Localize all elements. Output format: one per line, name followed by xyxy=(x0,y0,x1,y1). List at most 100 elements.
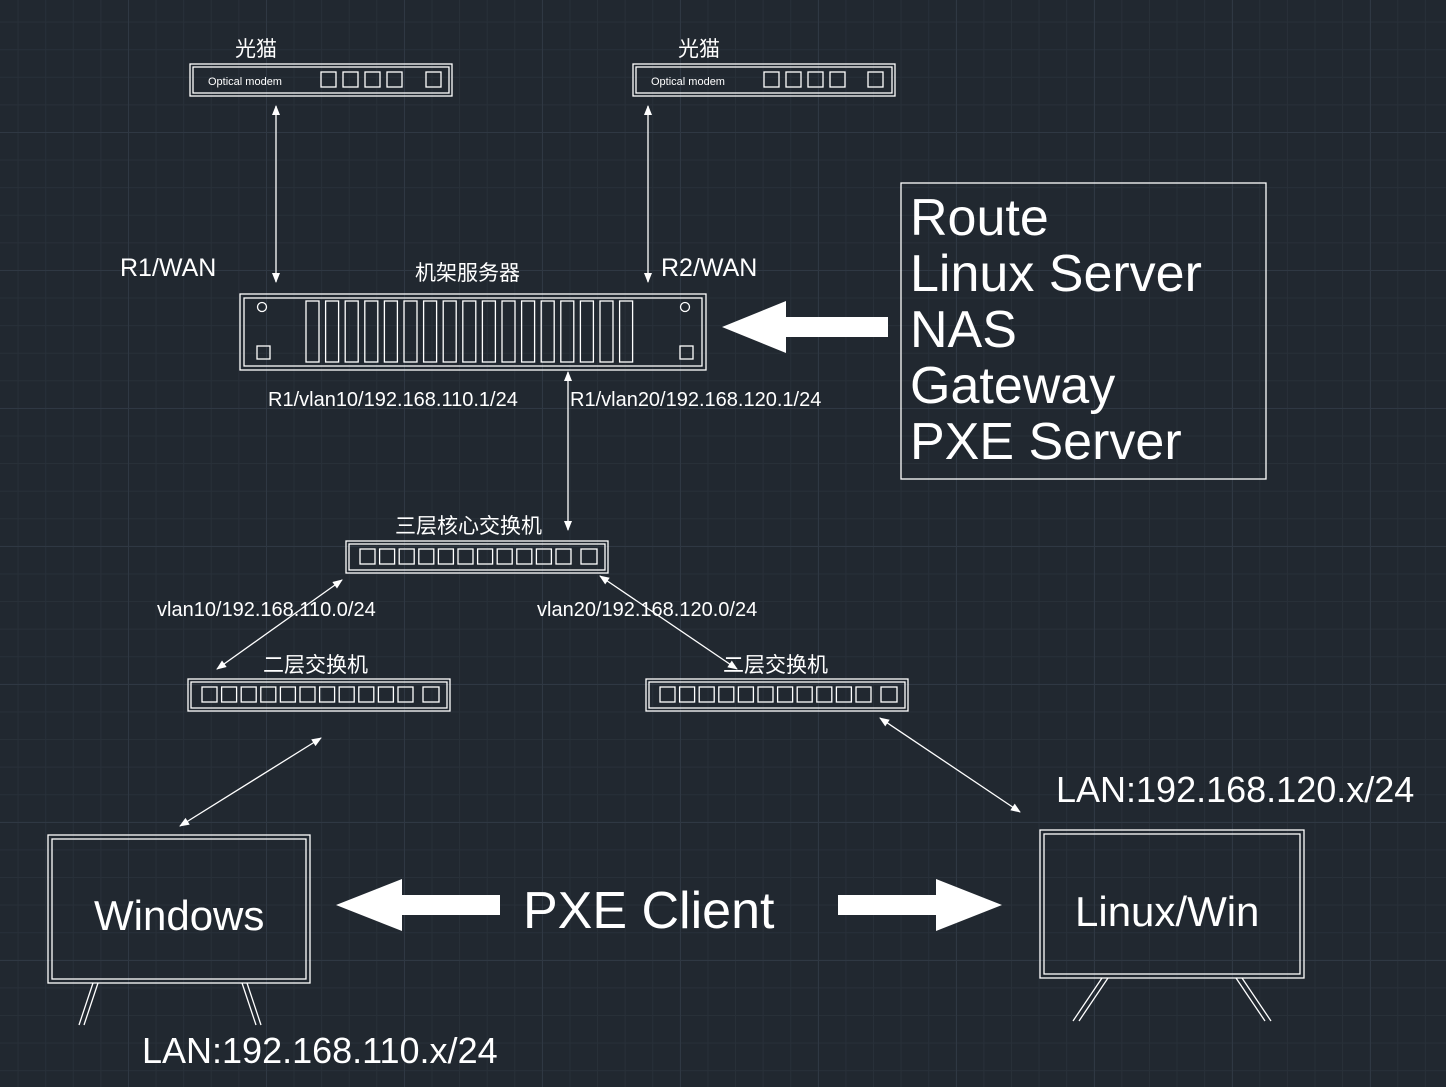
windows-monitor xyxy=(47,834,311,1026)
server-drive-bay xyxy=(599,300,614,363)
optical-modem-2: Optical modem xyxy=(632,63,896,97)
modem-2-label: Optical modem xyxy=(651,76,725,88)
switch-port xyxy=(220,686,238,703)
server-led-right xyxy=(679,301,691,313)
server-drive-bay xyxy=(442,300,457,363)
server-led-left xyxy=(256,301,268,313)
server-drive-bay xyxy=(540,300,555,363)
core-uplink-port xyxy=(580,548,598,565)
server-drive-bay xyxy=(501,300,516,363)
server-drive-bays xyxy=(305,300,634,363)
right-lan-label: LAN:192.168.120.x/24 xyxy=(1056,769,1415,810)
switch-port xyxy=(496,548,513,565)
monitor-left-leg xyxy=(1072,977,1109,1022)
roles-box xyxy=(900,182,1267,480)
switch-port xyxy=(757,686,774,703)
modem-1-label: Optical modem xyxy=(208,76,282,88)
switch-port xyxy=(318,686,336,703)
switch-port xyxy=(378,548,396,565)
switch-port xyxy=(659,686,676,703)
modem-1-ports xyxy=(320,71,442,88)
server-button-left xyxy=(256,345,271,360)
optical-modem-1: Optical modem xyxy=(189,63,453,97)
server-drive-bay xyxy=(364,300,379,363)
modem-2-ports xyxy=(763,71,884,88)
role-pxe-server: PXE Server xyxy=(910,413,1182,471)
access-switch-right-ports xyxy=(659,686,872,703)
left-client-link xyxy=(179,737,322,827)
server-drive-bay xyxy=(462,300,477,363)
core-switch-ports xyxy=(359,548,572,565)
switch-port xyxy=(377,686,395,703)
right-client-link xyxy=(879,717,1021,813)
windows-client-label: Windows xyxy=(94,892,265,939)
switch-port xyxy=(678,686,696,703)
vlan20-link xyxy=(599,575,738,670)
switch-port xyxy=(418,548,435,565)
monitor-right-leg xyxy=(241,982,262,1026)
server-drive-bay xyxy=(422,300,438,363)
pxe-client-label: PXE Client xyxy=(523,882,775,940)
access-switch-left-title: 二层交换机 xyxy=(263,653,368,677)
server-drive-bay xyxy=(403,300,418,363)
server-drive-bay xyxy=(324,300,340,363)
pxe-arrow-right xyxy=(838,879,1002,931)
switch-port xyxy=(796,686,813,703)
server-drive-bay xyxy=(579,300,595,363)
access-switch-left-ports xyxy=(201,686,414,703)
server-drive-bay xyxy=(618,300,634,363)
access-switch-right xyxy=(645,678,909,712)
switch-port xyxy=(299,686,316,703)
vlan10-subnet-label: vlan10/192.168.110.0/24 xyxy=(157,599,376,621)
r1-wan-label: R1/WAN xyxy=(120,254,217,282)
left-lan-label: LAN:192.168.110.x/24 xyxy=(142,1030,498,1071)
switch-port xyxy=(555,548,572,565)
switch-port xyxy=(358,686,375,703)
switch-port xyxy=(437,548,455,565)
server-role-list: Route Linux Server NAS Gateway PXE Serve… xyxy=(910,190,1202,470)
modem-1-title: 光猫 xyxy=(235,37,277,61)
server-drive-bay xyxy=(481,300,497,363)
server-drive-bay xyxy=(383,300,399,363)
switch-port xyxy=(855,686,872,703)
role-linux-server: Linux Server xyxy=(910,245,1202,303)
monitor-left-leg xyxy=(78,982,99,1026)
access-switch-left xyxy=(187,678,451,712)
server-drive-bay xyxy=(520,300,536,363)
core-switch-title: 三层核心交换机 xyxy=(395,514,542,538)
switch-port xyxy=(260,686,277,703)
switch-port xyxy=(398,548,415,565)
switch-port xyxy=(718,686,735,703)
server-vlan10-address: R1/vlan10/192.168.110.1/24 xyxy=(268,389,518,411)
switch-port xyxy=(776,686,794,703)
switch-port xyxy=(338,686,355,703)
linux-win-client-label: Linux/Win xyxy=(1075,888,1260,935)
switch-port xyxy=(816,686,833,703)
vlan20-subnet-label: vlan20/192.168.120.0/24 xyxy=(537,599,758,621)
switch-port xyxy=(516,548,533,565)
r2-wan-label: R2/WAN xyxy=(661,254,758,282)
switch-port xyxy=(201,686,218,703)
switch-port xyxy=(279,686,297,703)
rack-server-title: 机架服务器 xyxy=(415,261,520,285)
switch-port xyxy=(240,686,257,703)
switch-port xyxy=(397,686,414,703)
modem-2-title: 光猫 xyxy=(678,37,720,61)
switch-port xyxy=(698,686,715,703)
roles-to-server-arrow xyxy=(722,301,888,353)
switch-port xyxy=(535,548,553,565)
switch-port xyxy=(476,548,494,565)
switch-port xyxy=(457,548,474,565)
server-drive-bay xyxy=(344,300,359,363)
server-vlan20-address: R1/vlan20/192.168.120.1/24 xyxy=(570,389,822,411)
pxe-arrow-left xyxy=(336,879,500,931)
monitor-right-leg xyxy=(1235,977,1272,1022)
server-drive-bay xyxy=(305,300,320,363)
core-switch xyxy=(345,540,609,574)
vlan10-link xyxy=(216,579,343,670)
switch-port xyxy=(737,686,755,703)
linux-win-monitor xyxy=(1039,829,1305,1022)
switch-port xyxy=(359,548,376,565)
rack-server xyxy=(239,293,707,371)
